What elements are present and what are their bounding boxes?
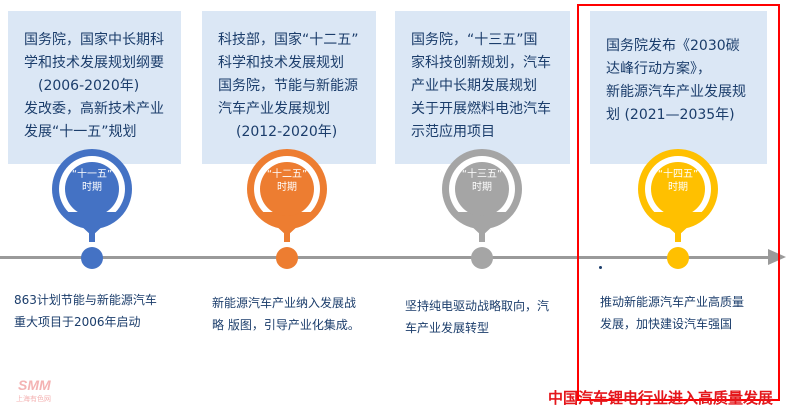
- stage-2-pin: “十二五” 时期: [237, 144, 337, 272]
- stage-2-policy-line: (2012-2020年): [236, 124, 338, 140]
- stage-3-policy-line: 产业中长期发展规划: [411, 78, 537, 94]
- svg-text:上海有色网: 上海有色网: [16, 394, 51, 403]
- stage-1-policy-line: (2006-2020年): [38, 78, 140, 94]
- stage-1-policy-line: 发展“十一五”规划: [24, 124, 137, 140]
- stage-3-pin-suffix: 时期: [472, 182, 492, 193]
- stage-2-policy-box: 科技部，国家“十二五” 科学和技术发展规划 国务院，节能与新能源 汽车产业发展规…: [202, 11, 376, 164]
- smm-logo: SMM 上海有色网: [14, 376, 74, 404]
- stage-2-policy-line: 汽车产业发展规划: [218, 101, 330, 117]
- stage-1-policy-box: 国务院，国家中长期科 学和技术发展规划纲要 (2006-2020年) 发改委，高…: [8, 11, 181, 164]
- stage-3-policy-line: 关于开展燃料电池汽车: [411, 101, 551, 117]
- smm-logo-icon: SMM 上海有色网: [16, 377, 51, 403]
- stage-3-policy-line: 国务院，“十三五”国: [411, 32, 538, 48]
- stage-3-description-line: 车产业发展转型: [405, 321, 490, 335]
- stage-3-policy-box: 国务院，“十三五”国 家科技创新规划，汽车 产业中长期发展规划 关于开展燃料电池…: [395, 11, 570, 164]
- map-pin-icon: [247, 149, 327, 269]
- stage-4-pin: “十四五” 时期: [628, 144, 728, 272]
- stage-1-description-line: 重大项目于2006年启动: [14, 315, 141, 329]
- stage-1-description-line: 863计划节能与新能源汽车: [14, 293, 157, 307]
- stage-3-pin: “十三五” 时期: [432, 144, 532, 272]
- stage-3-policy-line: 示范应用项目: [411, 124, 495, 140]
- stage-1-policy-line: 国务院，国家中长期科: [24, 32, 164, 48]
- stage-4-description-line: 发展，加快建设汽车强国: [600, 317, 733, 331]
- stage-2-pin-suffix: 时期: [277, 182, 297, 193]
- highlight-frame: [577, 4, 780, 401]
- stage-4-pin-suffix: 时期: [668, 182, 688, 193]
- stage-2-description: 新能源汽车产业纳入发展战 略 版图，引导产业化集成。: [212, 292, 360, 336]
- map-pin-icon: [638, 149, 718, 269]
- stage-2-policy-line: 国务院，节能与新能源: [218, 78, 358, 94]
- timeline-arrowhead-icon: [768, 249, 786, 265]
- stage-1-pin-period: “十一五”: [71, 169, 113, 180]
- stage-2-description-line: 新能源汽车产业纳入发展战: [212, 296, 357, 310]
- stage-1-pin-suffix: 时期: [82, 182, 102, 193]
- stage-4-description: 推动新能源汽车产业高质量 发展，加快建设汽车强国: [600, 291, 744, 335]
- stage-3-description: 坚持纯电驱动战略取向，汽 车产业发展转型: [405, 295, 549, 339]
- stage-4-policy-line: 达峰行动方案》，: [606, 61, 711, 77]
- stage-2-policy-line: 科学和技术发展规划: [218, 55, 344, 71]
- stage-1-policy-line: 学和技术发展规划纲要: [24, 55, 164, 71]
- stage-4-policy-line: 新能源汽车产业发展规: [606, 84, 746, 100]
- stage-3-description-line: 坚持纯电驱动战略取向，汽: [405, 299, 550, 313]
- bullet-dot: [599, 266, 602, 269]
- stage-1-policy-line: 发改委，高新技术产业: [24, 101, 164, 117]
- map-pin-icon: [442, 149, 522, 269]
- stage-1-description: 863计划节能与新能源汽车 重大项目于2006年启动: [14, 289, 157, 333]
- stage-1-pin: “十一五” 时期: [42, 144, 142, 272]
- stage-2-description-line: 略 版图，引导产业化集成。: [212, 318, 360, 332]
- stage-2-pin-period: “十二五”: [266, 169, 308, 180]
- stage-3-policy-line: 家科技创新规划，汽车: [411, 55, 551, 71]
- stage-4-description-line: 推动新能源汽车产业高质量: [600, 295, 745, 309]
- stage-3-pin-period: “十三五”: [461, 169, 503, 180]
- map-pin-icon: [52, 149, 132, 269]
- svg-text:SMM: SMM: [18, 377, 51, 393]
- stage-2-policy-line: 科技部，国家“十二五”: [218, 32, 359, 48]
- stage-4-policy-box: 国务院发布《2030碳 达峰行动方案》， 新能源汽车产业发展规 划 (2021—…: [590, 11, 767, 164]
- timeline-axis: [0, 256, 770, 259]
- highlight-caption: 中国汽车锂电行业进入高质量发展: [548, 389, 774, 407]
- stage-4-policy-line: 划 (2021—2035年): [606, 107, 735, 123]
- stage-4-pin-period: “十四五”: [657, 169, 699, 180]
- stage-4-policy-line: 国务院发布《2030碳: [606, 38, 740, 54]
